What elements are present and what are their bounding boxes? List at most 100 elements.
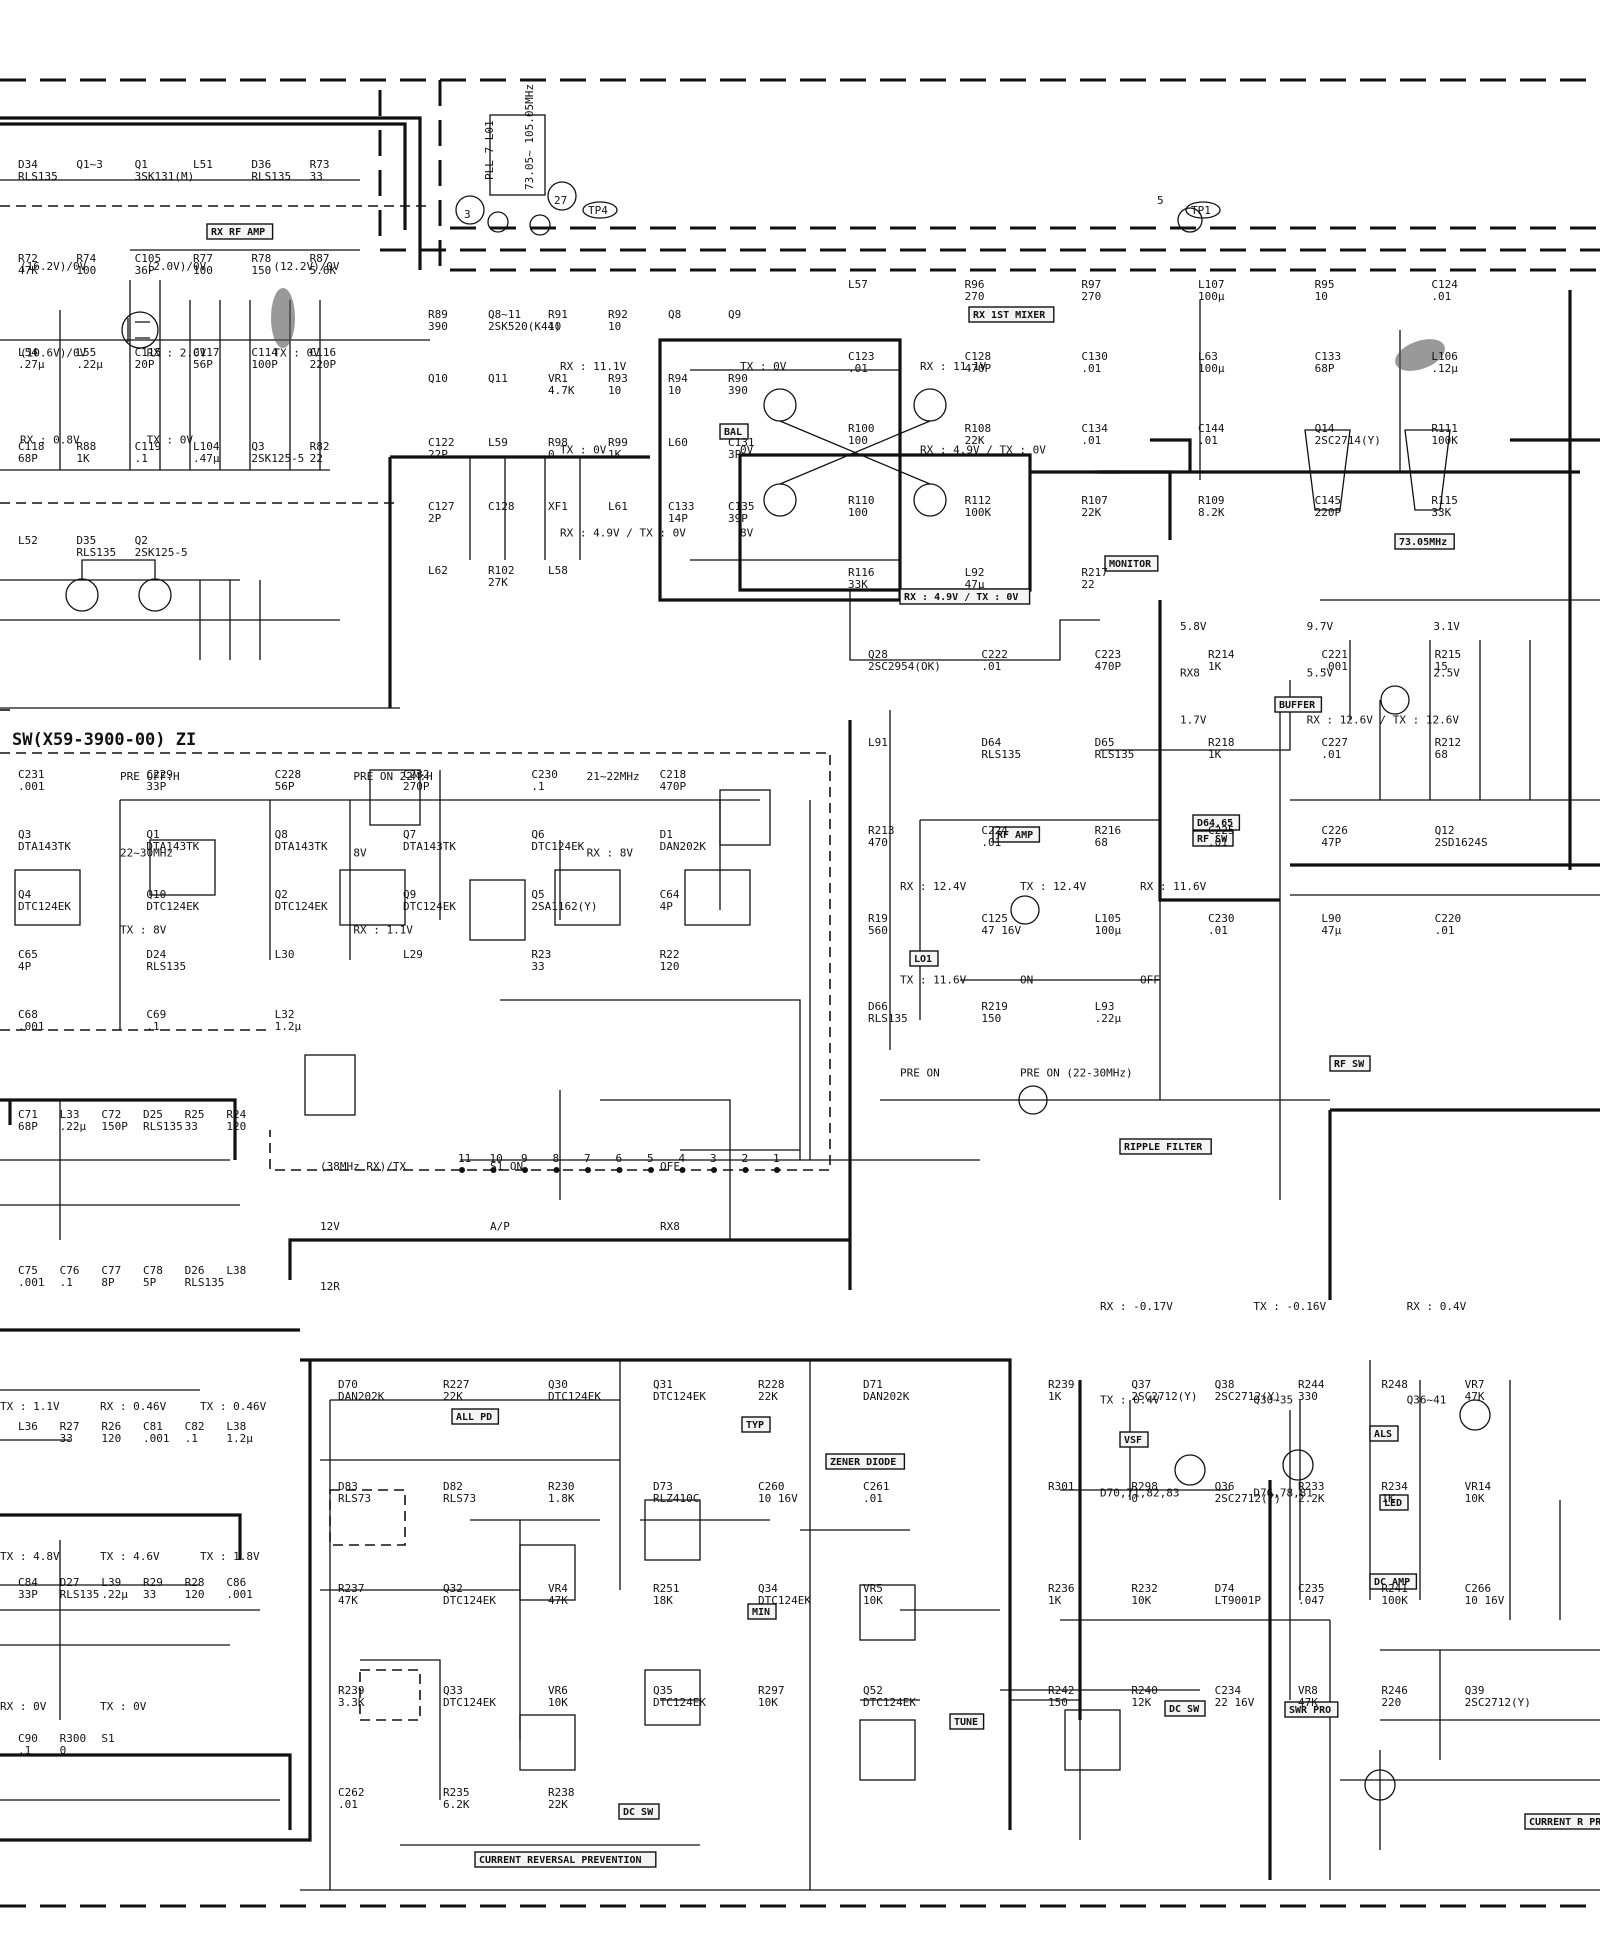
boxed-label: LED	[1379, 1494, 1409, 1511]
component-ref: R94	[668, 372, 688, 385]
component-value: RLS73	[443, 1492, 476, 1505]
component-value: 68P	[18, 1120, 38, 1133]
voltage-annotation: TX : 0V	[100, 1700, 147, 1713]
component-value: DAN202K	[660, 840, 707, 853]
component-ref: R238	[548, 1786, 575, 1799]
connector-pin: 7	[584, 1152, 591, 1173]
component-ref: C235	[1298, 1582, 1325, 1595]
component-ref: D35	[76, 534, 96, 547]
connector-pin-number: 3	[710, 1152, 717, 1165]
component: L36	[18, 1420, 38, 1433]
component-value: .01	[981, 660, 1001, 673]
component-value: 1K	[1381, 1492, 1395, 1505]
component-value: 22	[310, 452, 323, 465]
voltage-annotation: 12V	[320, 1220, 340, 1233]
component-ref: L62	[428, 564, 448, 577]
component-ref: Q3	[18, 828, 31, 841]
component-ref: L92	[965, 566, 985, 579]
component-ref: C75	[18, 1264, 38, 1277]
boxed-label-text: ALL PD	[456, 1412, 492, 1423]
connector-pin-number: 10	[490, 1152, 503, 1165]
component-ref: L104	[193, 440, 220, 453]
component-value: DTA143TK	[275, 840, 328, 853]
component-value: .01	[981, 836, 1001, 849]
protection-wiring	[300, 1358, 1600, 1891]
component-value: 3P	[728, 448, 742, 461]
component-value: 2SC2954(OK)	[868, 660, 941, 673]
voltage-annotation: (2.0V)/0V	[147, 260, 207, 273]
component: R248	[1381, 1378, 1408, 1391]
component-value: 100K	[1381, 1594, 1408, 1607]
voltage-annotation: 8V	[740, 527, 754, 540]
component-value: .01	[1198, 434, 1218, 447]
component-value: 14P	[668, 512, 688, 525]
l51-coil-symbol	[271, 288, 295, 348]
component-value: 47μ	[965, 578, 985, 591]
component: Q8	[668, 308, 681, 321]
component-ref: Q39	[1465, 1684, 1485, 1697]
boxed-label-text: CURRENT R PREVENTION	[1529, 1817, 1600, 1828]
voltage-annotation: RX8	[1180, 667, 1200, 680]
component-value: 15	[1435, 660, 1448, 673]
component-value: DTC124EK	[863, 1696, 916, 1709]
component-value: 100	[76, 264, 96, 277]
testpoint-circles	[455, 181, 577, 236]
component-ref: C227	[1321, 736, 1348, 749]
voltage-annotation: TX : 0V	[273, 347, 320, 360]
component-value: .01	[1208, 924, 1228, 937]
boxed-label-text: TUNE	[954, 1717, 978, 1728]
connector-pin: 4	[679, 1152, 686, 1173]
component: C230.1	[531, 768, 558, 793]
component: L52	[18, 534, 38, 547]
component-value: .001	[143, 1432, 170, 1445]
component-value: 33P	[146, 780, 166, 793]
boxed-label-text: LED	[1384, 1498, 1402, 1509]
component-ref: Q28	[868, 648, 888, 661]
boxed-label: ZENER DIODE	[825, 1453, 906, 1470]
component-value: .22μ	[1095, 1012, 1122, 1025]
boxed-label-text: CURRENT REVERSAL PREVENTION	[479, 1855, 642, 1866]
component-ref: Q3	[251, 440, 264, 453]
component-ref: Q2	[135, 534, 148, 547]
component: C224.01	[981, 824, 1008, 849]
component-ref: VR6	[548, 1684, 568, 1697]
voltage-annotation: TX : 11.6V	[900, 973, 967, 986]
component-value: 22K	[443, 1390, 463, 1403]
component-value: 10	[608, 320, 621, 333]
component-ref: R242	[1048, 1684, 1075, 1697]
component-value: DTA143TK	[146, 840, 199, 853]
component-value: 56P	[275, 780, 295, 793]
component-ref: Q35	[653, 1684, 673, 1697]
component-ref: C117	[193, 346, 220, 359]
boxed-label-text: RF AMP	[997, 830, 1033, 841]
boxed-label: CURRENT REVERSAL PREVENTION	[474, 1851, 657, 1868]
component: C144.01	[1198, 422, 1225, 447]
component-ref: Q8~11	[488, 308, 521, 321]
component-value: 0	[60, 1744, 67, 1757]
component-value: .12μ	[1431, 362, 1458, 375]
component-ref: L105	[1095, 912, 1122, 925]
voltage-annotation: RX : 4.9V / TX : 0V	[560, 527, 686, 540]
testpoint-number: 27	[554, 194, 567, 207]
pll-oscillator-block	[489, 114, 546, 196]
